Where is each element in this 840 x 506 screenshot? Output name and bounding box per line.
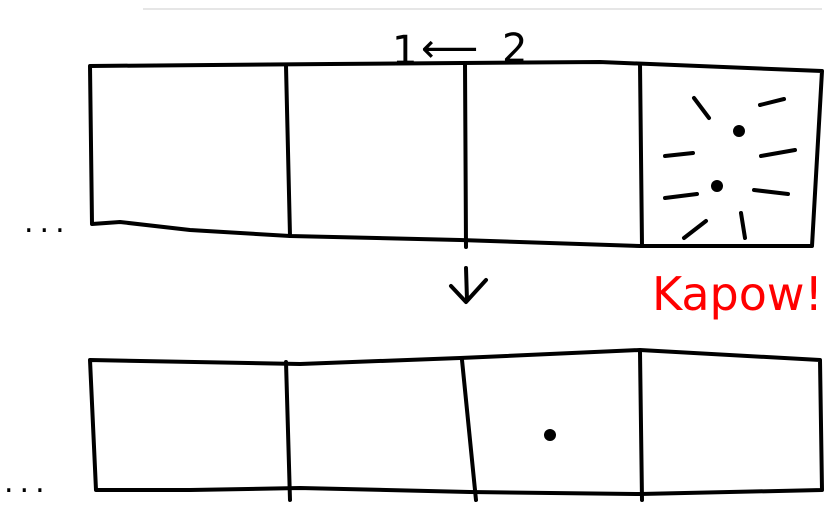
collision-burst <box>665 98 795 238</box>
row-continuation-ellipsis: ... <box>4 465 51 500</box>
particle <box>711 180 723 192</box>
burst-stroke <box>694 98 709 118</box>
burst-stroke <box>665 153 693 156</box>
label-source-index: 1 <box>392 28 417 74</box>
after-row <box>90 350 822 500</box>
burst-stroke <box>684 221 706 238</box>
particle <box>733 125 745 137</box>
down-arrow-icon <box>451 268 486 302</box>
cell-divider <box>462 360 476 500</box>
burst-stroke <box>761 150 795 156</box>
cell-divider <box>286 362 290 500</box>
kapow-label: Kapow! <box>652 267 823 321</box>
cell-divider <box>640 64 642 246</box>
before-row <box>90 62 822 247</box>
burst-stroke <box>760 99 784 105</box>
cell-divider <box>640 352 642 500</box>
burst-stroke <box>754 190 788 194</box>
row-continuation-ellipsis: ... <box>24 205 71 240</box>
row-outline <box>90 62 822 246</box>
label-target-index: 2 <box>502 26 527 72</box>
top-label: 1 ⟵ 2 <box>392 26 527 74</box>
burst-stroke <box>665 194 697 198</box>
cell-divider <box>465 63 466 247</box>
particle <box>544 429 556 441</box>
cell-divider <box>286 66 290 236</box>
row-outline <box>90 350 822 494</box>
burst-stroke <box>741 213 745 238</box>
